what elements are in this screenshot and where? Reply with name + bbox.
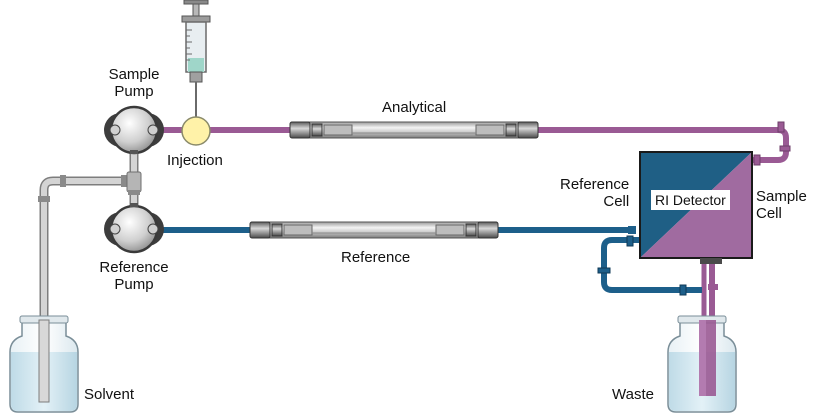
waste-bottle-icon [667,315,737,413]
sample-pump-icon [104,105,164,155]
reference-cell-label-line2: Cell [603,193,630,210]
solvent-line [38,150,142,352]
sample-cell-label: Sample Cell [756,188,807,222]
sample-pump-label-line2: Pump [114,83,154,100]
reference-cell-label: Reference Cell [560,176,629,210]
sample-cell-label-line2: Cell [756,205,782,222]
waste-label: Waste [612,386,654,403]
reference-pump-label: Reference Pump [92,259,176,293]
reference-column-label: Reference [341,249,411,266]
solvent-label: Solvent [84,386,135,403]
sample-cell-label-line1: Sample [756,188,807,205]
analytical-label: Analytical [382,99,447,116]
solvent-bottle-icon [9,315,79,413]
analytical-column-icon [289,121,539,139]
sample-pump-label-line1: Sample [108,66,160,83]
ri-detector-label: RI Detector [651,190,730,210]
reference-pump-icon [104,203,164,254]
sample-pump-label: Sample Pump [100,66,168,100]
reference-pump-label-line2: Pump [114,276,154,293]
reference-cell-label-line1: Reference [560,176,630,193]
syringe-icon [181,0,211,120]
reference-column-icon [249,221,499,239]
injection-label: Injection [167,152,223,169]
reference-pump-label-line1: Reference [99,259,169,276]
injection-valve-icon [181,116,211,146]
